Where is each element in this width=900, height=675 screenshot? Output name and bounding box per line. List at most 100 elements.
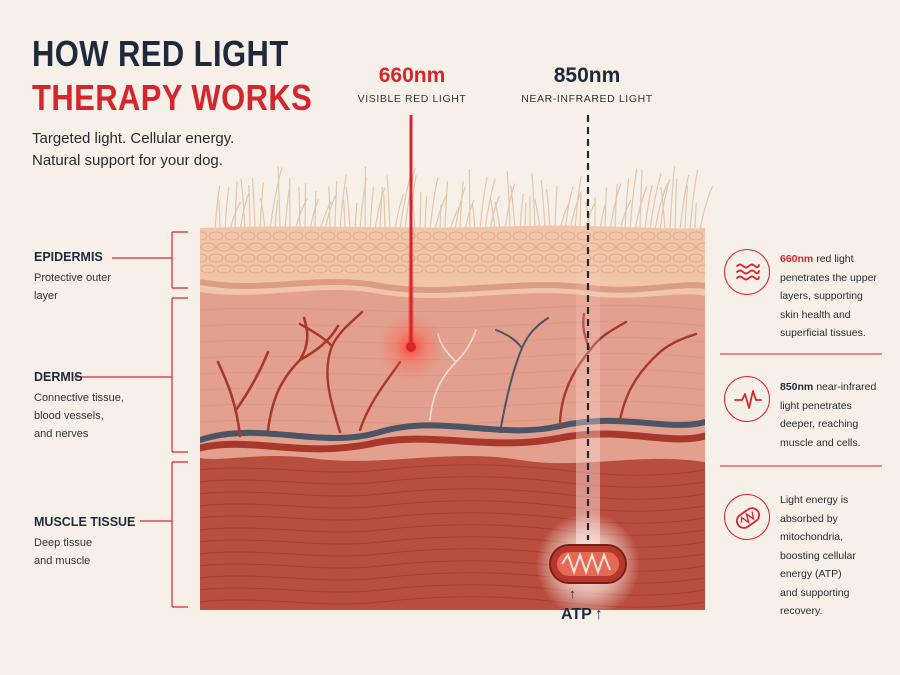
epidermis-cell — [536, 264, 552, 274]
epidermis-cell — [464, 253, 480, 263]
hair-strand — [374, 187, 386, 231]
atp-up-arrow: ↑ — [569, 586, 576, 601]
hair-strand — [674, 178, 678, 231]
hair-strand — [506, 171, 511, 231]
layer-desc-dermis-1: Connective tissue, — [34, 392, 124, 404]
hair-strand — [379, 186, 384, 231]
blood-vessels — [200, 310, 705, 453]
info-mito-line-7: recovery. — [780, 605, 823, 617]
epidermis-cell — [336, 231, 352, 241]
epidermis-cell — [208, 253, 224, 263]
epidermis-cell — [632, 242, 648, 252]
muscle-fiber — [200, 596, 705, 608]
epidermis-cell — [680, 264, 696, 274]
mitochondrion — [549, 544, 627, 584]
hair-strand — [524, 202, 527, 231]
epidermis-cell — [416, 231, 432, 241]
hair-strand — [471, 203, 476, 231]
info-mito-line-3: mitochondria, — [780, 531, 844, 543]
hair-strand — [609, 183, 622, 231]
layer-desc-dermis-2: blood vessels, — [34, 410, 104, 422]
epidermis-cell — [336, 253, 352, 263]
hair-strand — [624, 178, 630, 231]
epidermis-cell — [264, 264, 280, 274]
hair-strand — [218, 200, 221, 231]
hair-strand — [660, 187, 666, 231]
info-660-line-4: skin health and — [780, 308, 851, 321]
epidermis-cell — [448, 231, 464, 241]
dermis-fiber — [200, 401, 705, 409]
layer-desc-muscle-1: Deep tissue — [34, 537, 93, 549]
epidermis-cell — [560, 231, 576, 241]
hair-strand — [484, 178, 496, 231]
info-mito-line-6: and supporting — [780, 586, 850, 599]
info-text-850: 850nm near-infrared light penetrates dee… — [780, 378, 892, 452]
hair-strand — [464, 199, 475, 231]
hair-strand — [684, 184, 689, 231]
epidermis-cell — [288, 253, 304, 263]
hair-strand — [639, 169, 643, 231]
hair-strand — [540, 179, 546, 231]
wavelength-660-value: 660nm — [378, 64, 446, 87]
epidermis-cell — [344, 242, 360, 252]
epidermis-cell — [328, 264, 344, 274]
hair-strand — [649, 173, 662, 231]
epidermis-cell — [656, 231, 672, 241]
hair-strand — [314, 190, 317, 231]
epidermis-cell — [624, 231, 640, 241]
muscle-fiber — [200, 488, 705, 500]
layer-name-muscle: MUSCLE TISSUE — [34, 515, 136, 529]
epidermis-cell — [648, 242, 664, 252]
info-850-line-2: light penetrates — [780, 399, 852, 412]
layer-desc-muscle-2: and muscle — [34, 555, 91, 567]
hair-strand — [269, 167, 283, 231]
hair-strand — [248, 185, 251, 231]
muscle-fiber — [200, 500, 705, 512]
hair-strand — [328, 186, 331, 231]
hair-strand — [429, 177, 439, 231]
epidermis-cell — [616, 264, 632, 274]
hair-strand — [274, 200, 279, 231]
wavelength-850-value: 850nm — [553, 64, 621, 87]
epidermis-cell — [696, 242, 705, 252]
hair-strand — [354, 203, 358, 231]
epidermis-cell — [472, 264, 488, 274]
epidermis-cell — [528, 231, 544, 241]
epidermis-cell — [224, 253, 240, 263]
hair-strand — [694, 202, 697, 231]
epidermis-cell — [648, 264, 664, 274]
info-660-line-2: penetrates the upper — [780, 271, 877, 284]
epidermis-cell — [288, 231, 304, 241]
layer-name-dermis: DERMIS — [34, 370, 83, 384]
epidermis-cell — [680, 242, 696, 252]
tagline-line-2: Natural support for your dog. — [32, 152, 223, 169]
info-660-line-5: superficial tissues. — [780, 327, 866, 339]
hair-strand — [699, 186, 713, 231]
epidermis-cell — [368, 231, 384, 241]
hair-strand — [519, 193, 524, 231]
hair-strand — [509, 185, 516, 231]
hair-strand — [309, 198, 320, 231]
epidermis-cell — [264, 242, 280, 252]
epidermis-cell — [520, 264, 536, 274]
hair-strand — [383, 194, 386, 231]
info-mito-line-5: energy (ATP) — [780, 568, 842, 580]
hair-strand — [240, 178, 246, 231]
hair-strand — [444, 181, 449, 231]
red-light-point — [406, 342, 416, 352]
hair-strand — [679, 174, 690, 231]
epidermis-cell — [504, 242, 520, 252]
muscle-fiber — [200, 524, 705, 536]
epidermis-cell — [696, 264, 705, 274]
epidermis-cell — [432, 231, 448, 241]
hair-strand — [394, 193, 404, 231]
hair-strand — [386, 175, 391, 231]
dermis-fiber — [200, 385, 705, 393]
epidermis-cell — [544, 231, 560, 241]
epidermis-cell — [656, 253, 672, 263]
info-660-line-1: red light — [813, 253, 854, 265]
epidermis-cell — [240, 231, 256, 241]
epidermis-cell — [272, 231, 288, 241]
layer-desc-epidermis-2: layer — [34, 290, 58, 302]
epidermis-cell — [528, 253, 544, 263]
